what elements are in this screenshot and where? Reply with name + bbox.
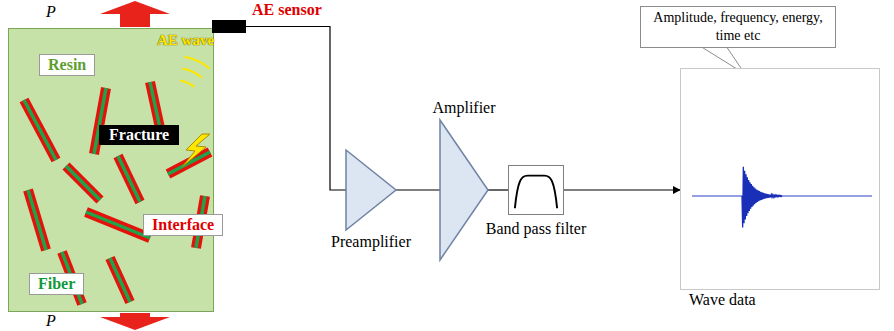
node-text: Preamplifier	[331, 233, 411, 251]
fiber	[28, 190, 46, 250]
signal-wire	[564, 189, 680, 190]
fibers	[24, 82, 210, 304]
node-text: Wave data	[689, 291, 756, 309]
fiber	[24, 100, 56, 160]
node-text: Resin	[48, 56, 86, 74]
fracture-spark	[182, 134, 210, 167]
text-box: Interface	[143, 214, 223, 236]
load-label: P	[46, 3, 56, 21]
passband-curve	[509, 166, 563, 214]
text-box: Fracture	[99, 125, 179, 145]
node-text: Amplifier	[432, 99, 495, 117]
signal-wire	[246, 27, 346, 191]
specimen-fill	[8, 28, 214, 312]
fiber	[86, 212, 150, 238]
text-box: Fiber	[29, 273, 84, 295]
wave-trace	[742, 167, 782, 228]
node-text: AE wave	[157, 32, 214, 49]
amplifier-triangle	[440, 120, 488, 260]
node-text: Interface	[152, 216, 214, 234]
load-arrow-top	[100, 1, 170, 27]
wave-data-plot: Wave data	[680, 68, 880, 290]
ae-wave-arcs	[180, 57, 210, 87]
node-text: AE sensor	[252, 1, 322, 19]
plot-ground	[680, 68, 880, 290]
fiber	[118, 156, 140, 202]
callout-box: Amplitude, frequency, energy, time etc	[640, 6, 836, 48]
load-arrow-bottom	[100, 313, 170, 330]
fiber	[150, 82, 160, 128]
fiber	[168, 152, 210, 174]
signal-wire	[488, 189, 508, 190]
amplifier-triangle	[346, 150, 396, 230]
load-label: P	[46, 312, 56, 330]
amplifier-symbol: Amplifier	[440, 120, 488, 260]
fiber	[66, 166, 100, 200]
node-text: Amplitude, frequency, energy, time etc	[647, 9, 829, 45]
node-text: Band pass filter	[486, 220, 586, 238]
text-box: Resin	[39, 54, 95, 76]
preamplifier-symbol: Preamplifier	[346, 150, 396, 230]
specimen: AE waveResinFractureInterfaceFiber	[8, 28, 214, 312]
band-pass-filter: Band pass filter	[508, 165, 564, 215]
ae-sensor: AE sensor	[212, 20, 246, 33]
fiber	[110, 258, 130, 302]
signal-wire	[396, 189, 440, 190]
node-text: Fiber	[38, 275, 75, 293]
node-text: Fracture	[109, 126, 169, 144]
